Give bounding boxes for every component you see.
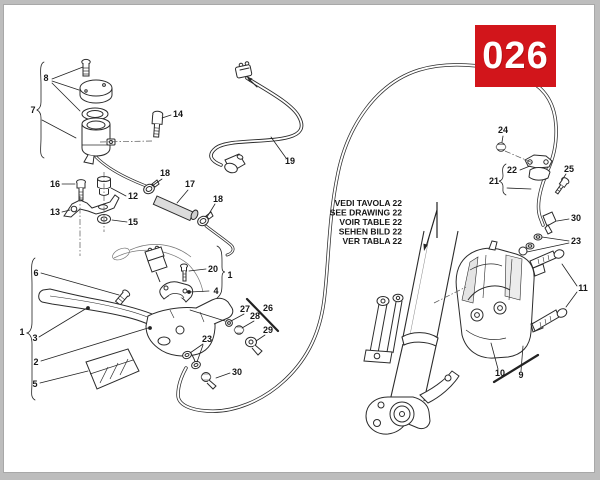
fork-bracket [363,293,404,364]
callout-11: 11 [578,283,588,293]
note-box: VEDI TAVOLA 22 SEE DRAWING 22 VOIR TABLE… [330,198,438,251]
brake-light-switch [144,245,168,283]
nut-24 [495,142,507,152]
callout-20: 20 [208,264,218,274]
hose-clamp-22 [524,154,553,181]
fitting-29 [245,336,263,356]
reservoir-body [81,117,116,165]
callout-30-caliper: 30 [571,213,581,223]
callout-24: 24 [498,125,508,135]
callout-18a: 18 [160,168,170,178]
caliper-bolt-lower [531,308,568,332]
leader-lines [25,61,578,401]
callout-16: 16 [50,179,60,189]
callout-25: 25 [564,164,574,174]
caliper-bolt-upper [529,249,565,269]
fluid-reservoir-assembly [79,58,164,165]
callout-14: 14 [173,109,183,119]
brake-caliper-assembly [455,142,570,359]
callout-30-lever: 30 [232,367,242,377]
handlebar-phantom [112,244,204,293]
callout-5: 5 [32,379,37,389]
callout-17: 17 [185,179,195,189]
callout-8: 8 [43,73,48,83]
callout-1-right: 1 [227,270,232,280]
note-line-4: SEHEN BILD 22 [339,227,403,237]
screw-6 [114,289,131,306]
bracket-13 [63,194,120,218]
master-cylinder-assembly [38,244,263,390]
callout-29: 29 [263,325,273,335]
front-brake-hose [176,63,558,413]
cable-connector-bottom [224,153,246,174]
table-number: 026 [482,34,549,77]
centerlines [79,140,534,304]
bolt-25 [554,177,570,195]
callout-18b: 18 [213,194,223,204]
cable-arrow [247,77,258,88]
note-line-5: VER TABLA 22 [342,236,402,246]
callout-26: 26 [263,303,273,313]
washers-23-lever [182,350,201,370]
note-arrow [423,202,438,251]
callout-9: 9 [518,370,523,380]
clamp-18b [197,211,214,227]
note-line-2: SEE DRAWING 22 [330,208,403,218]
callout-28: 28 [250,311,260,321]
reflector-pad-5 [85,348,140,390]
note-line-1: VEDI TAVOLA 22 [335,198,403,208]
clamp-18a [143,179,160,195]
washers-23-caliper [525,233,543,250]
callout-6: 6 [33,268,38,278]
fitting-27 [225,319,233,327]
banjo-bolt-30-lever [200,372,217,390]
note-line-3: VOIR TABLE 22 [339,217,402,227]
callout-2: 2 [33,357,38,367]
clamp-half-4 [159,281,194,303]
callout-22: 22 [507,165,517,175]
brake-switch-cable [209,61,304,174]
callout-13: 13 [50,207,60,217]
callout-12: 12 [128,191,138,201]
reservoir-screw [81,58,91,77]
fork-leg [363,230,460,435]
axle-clamp [365,370,460,435]
callout-4: 4 [213,286,218,296]
cable-connector-top [234,61,253,79]
callout-labels: 8 7 14 16 13 12 15 18 17 18 19 6 1 3 2 5… [19,73,587,389]
table-number-badge: 026 [475,25,556,87]
reservoir-hose [94,155,235,257]
callout-23-caliper: 23 [571,236,581,246]
callout-15: 15 [128,217,138,227]
callout-19: 19 [285,156,295,166]
callout-27: 27 [240,304,250,314]
tube-17 [152,195,199,222]
callout-7: 7 [30,105,35,115]
bolt-20 [180,263,188,282]
callout-1-left: 1 [19,327,24,337]
fitting-30-caliper [542,211,557,235]
fitting-28 [233,325,245,335]
callout-23-lever: 23 [202,334,212,344]
reservoir-diaphragm [81,107,109,121]
callout-10: 10 [495,368,505,378]
reservoir-cap [79,79,113,104]
reservoir-bolt-14 [151,110,164,138]
callout-3: 3 [32,333,37,343]
bolt-16 [76,179,86,201]
callout-21: 21 [489,176,499,186]
